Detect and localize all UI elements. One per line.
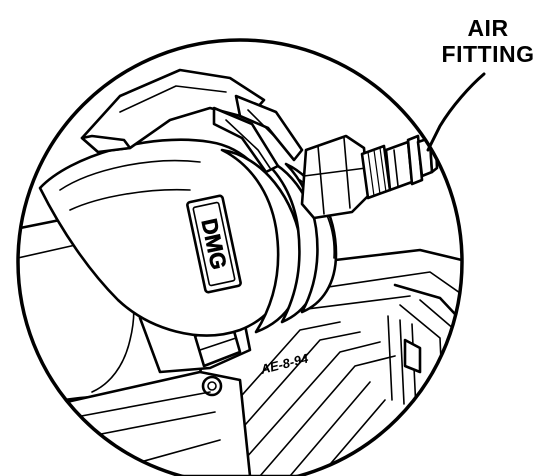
callout-line-1: AIR: [467, 15, 508, 41]
dmg-logo-emblem: DMG: [186, 194, 242, 294]
callout-line-2: FITTING: [442, 41, 535, 67]
top-lever: [80, 68, 304, 174]
callout-label-air-fitting: AIR FITTING: [442, 15, 535, 67]
magnified-view: DMG AE-8-94: [18, 68, 462, 476]
callout-leader-line: [426, 72, 486, 152]
magnifier-circle: [16, 38, 464, 476]
air-fitting: [300, 134, 439, 220]
